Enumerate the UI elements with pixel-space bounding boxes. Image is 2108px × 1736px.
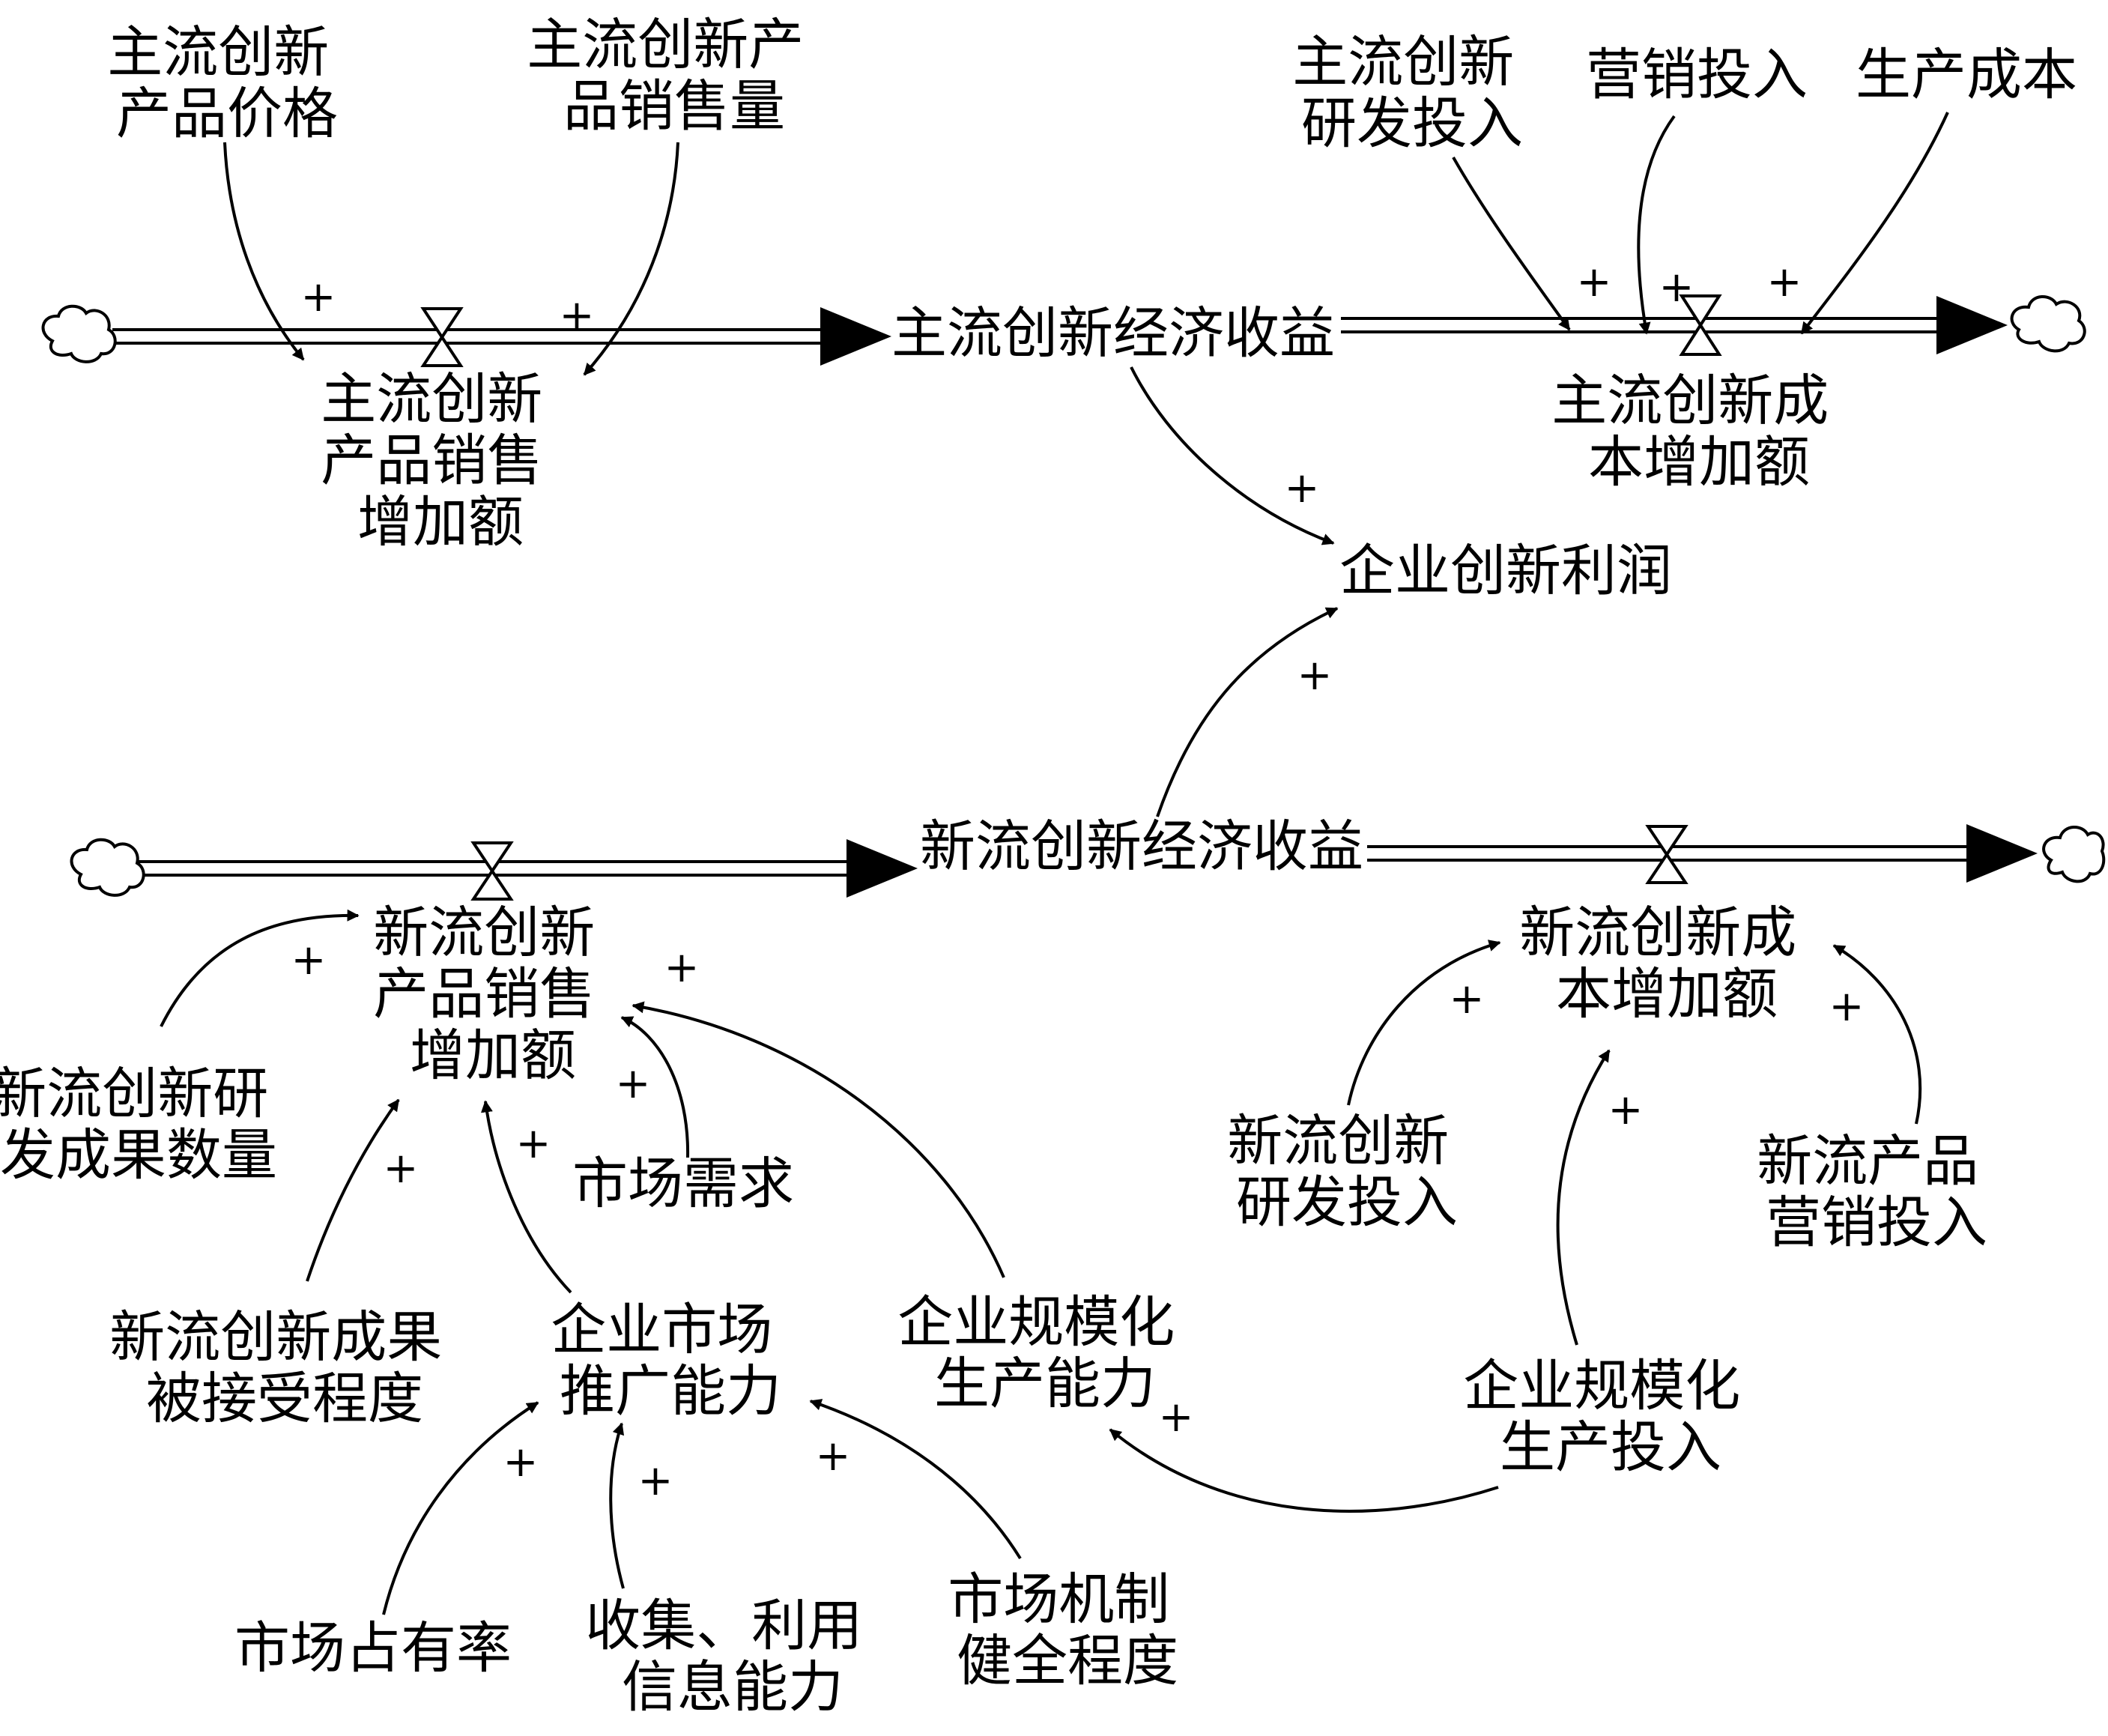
polarity-plus: + (1767, 258, 1802, 306)
polarity-plus: + (1285, 464, 1320, 512)
polarity-plus: + (384, 1144, 419, 1193)
aux-new-rd-results: 新流创新研 发成果数量 (0, 1062, 286, 1188)
polarity-plus: + (1297, 651, 1333, 700)
new-cost-flow-pipe (1367, 824, 2038, 883)
polarity-plus: + (560, 291, 595, 340)
stock-new-revenue: 新流创新经济收益 (920, 814, 1363, 879)
link-rd-results-to-new-sales (160, 909, 360, 1027)
link-main-rd-to-main-cost (1452, 157, 1571, 331)
aux-enterprise-innovation-profit: 企业创新利润 (1339, 539, 1672, 603)
link-scale-cap-to-new-sales (632, 1001, 1005, 1278)
link-new-revenue-to-profit (1156, 607, 1339, 817)
polarity-plus: + (1159, 1393, 1194, 1442)
link-info-to-promotion (609, 1422, 625, 1589)
polarity-plus: + (1450, 975, 1485, 1023)
polarity-plus: + (516, 1119, 551, 1168)
valve-icon (420, 307, 464, 367)
polarity-plus: + (1829, 982, 1865, 1031)
aux-scale-production-investment: 企业规模化 生产投入 (1463, 1354, 1758, 1480)
flow-new-sales-increase: 新流创新 产品销售 增加额 (373, 901, 613, 1088)
polarity-plus: + (291, 936, 327, 985)
link-mechanism-to-promotion (809, 1399, 1022, 1560)
polarity-signs: + + + + + + + + + + + + + + + + + + + (291, 258, 1865, 1505)
sink-cloud-icon (2042, 826, 2106, 883)
polarity-plus: + (1577, 258, 1612, 306)
flow-main-cost-increase: 主流创新成 本增加额 (1551, 369, 1847, 495)
aux-market-mechanism: 市场机制 健全程度 (948, 1567, 1187, 1693)
aux-information-capability: 收集、利用 信息能力 (585, 1594, 880, 1720)
aux-market-demand: 市场需求 (572, 1152, 794, 1216)
aux-marketing-investment: 营销投入 (1586, 43, 1808, 107)
polarity-plus: + (301, 273, 336, 321)
aux-market-share: 市场占有率 (234, 1616, 512, 1681)
polarity-plus: + (1659, 263, 1694, 312)
aux-new-product-marketing: 新流产品 营销投入 (1757, 1129, 1996, 1255)
link-volume-to-main-sales (583, 142, 679, 376)
source-cloud-icon (70, 838, 145, 897)
main-sales-flow-pipe (112, 307, 891, 366)
clouds (41, 295, 2106, 897)
link-scale-inv-to-scale-cap (1109, 1428, 1499, 1513)
aux-production-cost: 生产成本 (1856, 43, 2077, 107)
link-new-rd-to-new-cost (1347, 940, 1501, 1106)
aux-market-promotion: 企业市场 推广能力 (551, 1298, 790, 1424)
valve-icon (1645, 825, 1688, 884)
polarity-plus: + (638, 1457, 673, 1505)
aux-new-rd-investment: 新流创新 研发投入 (1227, 1109, 1467, 1235)
new-sales-flow-pipe (139, 839, 918, 898)
link-main-revenue-to-profit (1130, 366, 1335, 545)
link-market-share-to-promotion (382, 1401, 539, 1615)
link-scale-inv-to-new-cost (1556, 1049, 1611, 1346)
polarity-plus: + (664, 943, 700, 992)
link-new-marketing-to-new-cost (1832, 944, 1922, 1125)
aux-main-product-price: 主流创新 产品价格 (107, 20, 347, 146)
source-cloud-icon (41, 304, 117, 363)
link-demand-to-new-sales (620, 1016, 690, 1158)
aux-main-rd-investment: 主流创新 研发投入 (1292, 30, 1532, 156)
valve-icon (1679, 294, 1722, 356)
causal-links (160, 112, 1949, 1615)
flow-new-cost-increase: 新流创新成 本增加额 (1519, 901, 1814, 1026)
link-marketing-to-main-cost (1637, 115, 1676, 335)
sink-cloud-icon (2010, 295, 2086, 353)
valve-icon (470, 841, 514, 901)
aux-acceptance-degree: 新流创新成果 被接受程度 (109, 1305, 460, 1431)
polarity-plus: + (616, 1059, 651, 1108)
link-price-to-main-sales (223, 142, 305, 361)
polarity-plus: + (1608, 1086, 1644, 1134)
node-labels: 主流创新经济收益 新流创新经济收益 主流创新 产品销售 增加额 主流创新成 本增… (0, 13, 2077, 1720)
aux-main-sales-volume: 主流创新产 品销售量 (527, 13, 822, 139)
flow-main-sales-increase: 主流创新 产品销售 增加额 (321, 367, 560, 554)
valves (420, 294, 1722, 901)
polarity-plus: + (503, 1438, 539, 1487)
aux-scale-production-capacity: 企业规模化 生产能力 (897, 1290, 1193, 1416)
link-prodcost-to-main-cost (1800, 112, 1949, 335)
stock-main-revenue: 主流创新经济收益 (891, 301, 1335, 366)
polarity-plus: + (816, 1432, 851, 1481)
link-promotion-to-new-sales (480, 1100, 572, 1294)
link-acceptance-to-new-sales (306, 1098, 400, 1282)
